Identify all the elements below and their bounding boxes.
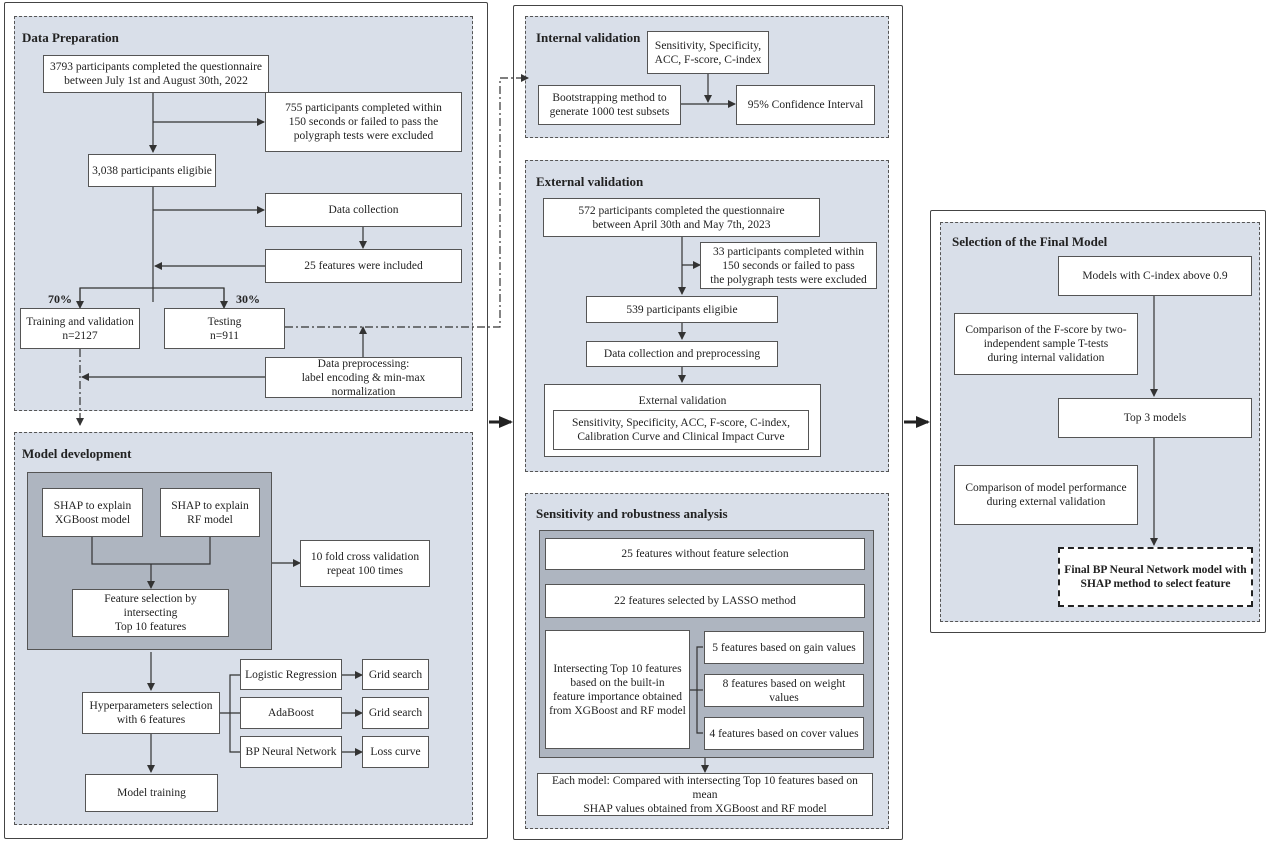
model-training-box: Model training	[85, 774, 218, 812]
data-preparation-title: Data Preparation	[22, 30, 119, 45]
bootstrapping-box: Bootstrapping method to generate 1000 te…	[538, 85, 681, 125]
lasso-box: 22 features selected by LASSO method	[545, 584, 865, 618]
training-validation-box: Training and validation n=2127	[20, 308, 140, 349]
each-model-box: Each model: Compared with intersecting T…	[537, 773, 873, 816]
external-excluded-box: 33 participants completed within 150 sec…	[700, 242, 877, 289]
internal-validation-title: Internal validation	[536, 30, 641, 45]
sensitivity-title: Sensitivity and robustness analysis	[536, 506, 728, 521]
shap-xgboost-box: SHAP to explain XGBoost model	[42, 488, 143, 537]
grid-search-box-1: Grid search	[362, 659, 429, 690]
external-validation-label: External validation	[638, 395, 727, 407]
cross-validation-box: 10 fold cross validation repeat 100 time…	[300, 540, 430, 587]
data-preprocessing-box: Data preprocessing: label encoding & min…	[265, 357, 462, 398]
bp-neural-network-box: BP Neural Network	[240, 736, 342, 768]
external-eligible-box: 539 participants eligibie	[586, 296, 778, 323]
pct-testing-label: 30%	[236, 292, 260, 306]
features-included-box: 25 features were included	[265, 249, 462, 283]
fscore-comparison-box: Comparison of the F-score by two- indepe…	[954, 313, 1138, 375]
intersecting-builtin-box: Intersecting Top 10 features based on th…	[545, 630, 690, 749]
external-validation-title: External validation	[536, 174, 644, 189]
final-model-title: Selection of the Final Model	[952, 234, 1108, 249]
pct-training-label: 70%	[48, 292, 72, 306]
eligible-participants-box: 3,038 participants eligibie	[88, 154, 216, 187]
weight-values-box: 8 features based on weight values	[704, 674, 864, 707]
feature-selection-box: Feature selection by intersecting Top 10…	[72, 589, 229, 637]
excluded-participants-box: 755 participants completed within 150 se…	[265, 92, 462, 152]
external-metrics-box: Sensitivity, Specificity, ACC, F-score, …	[553, 410, 809, 450]
external-collection-box: Data collection and preprocessing	[586, 341, 778, 367]
gain-values-box: 5 features based on gain values	[704, 631, 864, 664]
metrics-box: Sensitivity, Specificity, ACC, F-score, …	[647, 31, 769, 74]
confidence-interval-box: 95% Confidence Interval	[736, 85, 875, 125]
final-model-box: Final BP Neural Network model with SHAP …	[1058, 547, 1253, 607]
model-development-title: Model development	[22, 446, 132, 461]
top3-box: Top 3 models	[1058, 398, 1252, 438]
external-questionnaire-box: 572 participants completed the questionn…	[543, 198, 820, 237]
cover-values-box: 4 features based on cover values	[704, 717, 864, 750]
questionnaire-completed-box: 3793 participants completed the question…	[43, 55, 269, 93]
performance-comparison-box: Comparison of model performance during e…	[954, 465, 1138, 525]
logistic-regression-box: Logistic Regression	[240, 659, 342, 690]
hyperparameters-box: Hyperparameters selection with 6 feature…	[82, 692, 220, 734]
testing-box: Testing n=911	[164, 308, 285, 349]
shap-rf-box: SHAP to explain RF model	[160, 488, 260, 537]
adaboost-box: AdaBoost	[240, 697, 342, 729]
grid-search-box-2: Grid search	[362, 697, 429, 729]
data-collection-box: Data collection	[265, 193, 462, 227]
cindex-box: Models with C-index above 0.9	[1058, 256, 1252, 296]
loss-curve-box: Loss curve	[362, 736, 429, 768]
no-feature-selection-box: 25 features without feature selection	[545, 538, 865, 570]
